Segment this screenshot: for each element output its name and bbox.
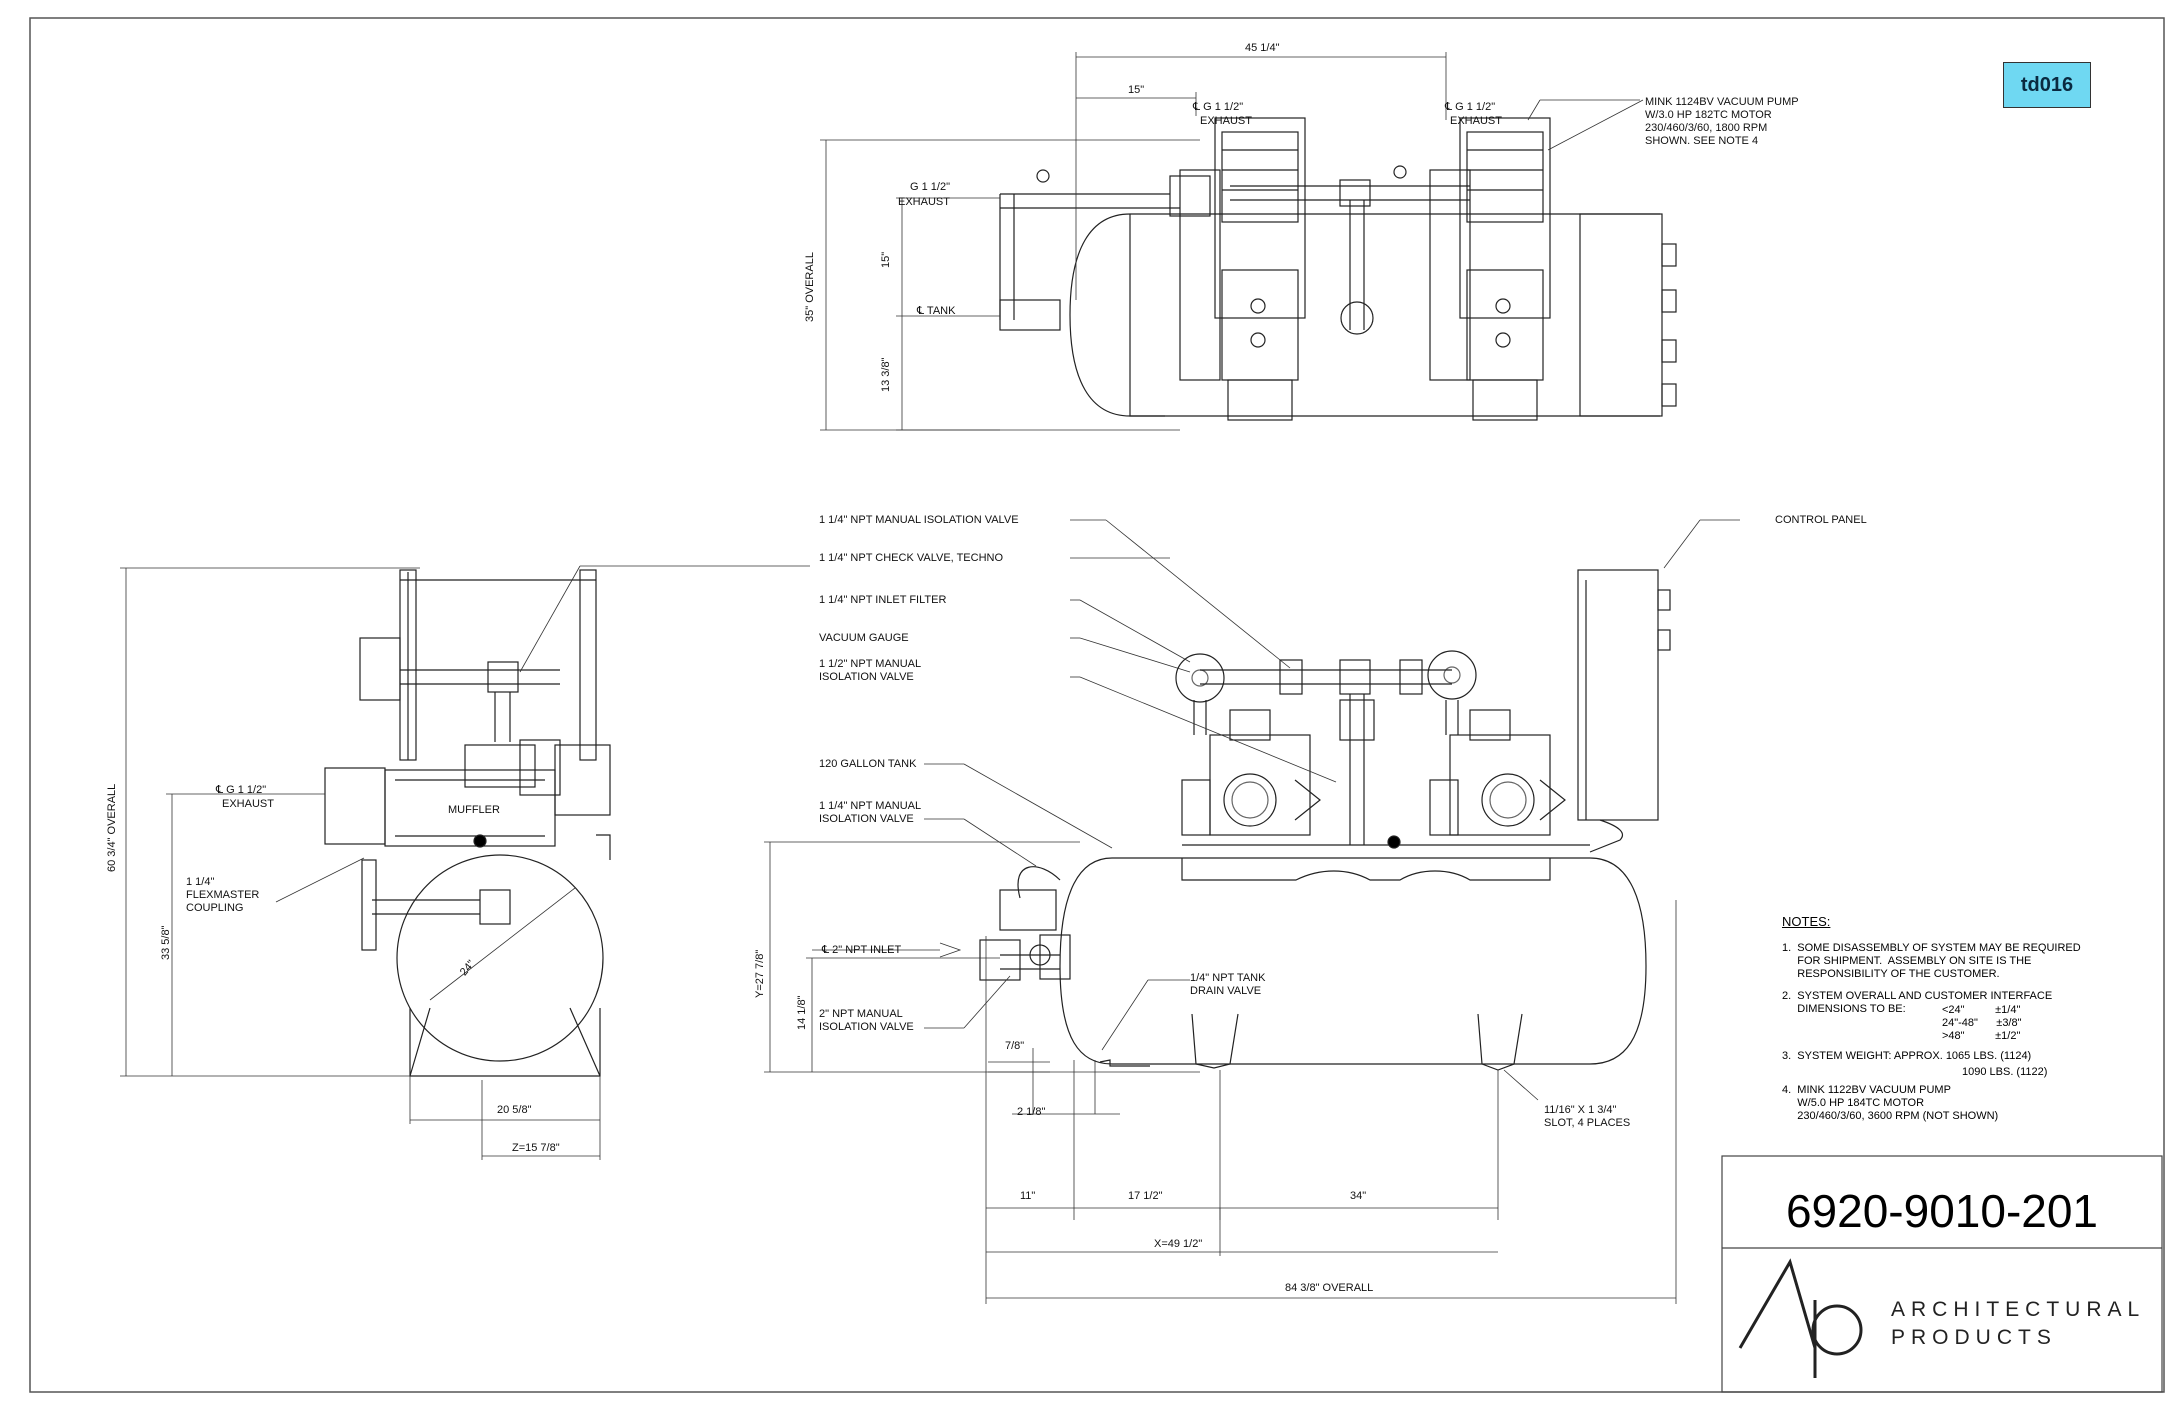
top-view (820, 52, 1677, 431)
muffler-label: MUFFLER (448, 804, 500, 816)
exhaust-label-3a: G 1 1/2" (910, 181, 950, 193)
callout-isolation-valve-4: 2" NPT MANUAL ISOLATION VALVE (819, 1008, 914, 1033)
dim-drain-w: 2 1/8" (1017, 1106, 1046, 1118)
vacuum-gauge-1 (1175, 653, 1225, 703)
top-pump-2 (1429, 117, 1551, 421)
side-view (120, 565, 810, 1160)
notes-title: NOTES: (1782, 914, 1831, 929)
callout-inlet-filter: 1 1/4" NPT INLET FILTER (819, 594, 947, 606)
note-1: 1. SOME DISASSEMBLY OF SYSTEM MAY BE REQ… (1782, 942, 2081, 980)
exhaust-label-1a: ℄ G 1 1/2" (1193, 101, 1244, 113)
part-number: 6920-9010-201 (1785, 1185, 2099, 1237)
title-block-frame (1721, 1155, 2163, 1393)
callout-drain-valve: 1/4" NPT TANK DRAIN VALVE (1190, 972, 1266, 997)
callout-control-panel: CONTROL PANEL (1775, 514, 1867, 526)
callout-slot: 11/16" X 1 3/4" SLOT, 4 PLACES (1544, 1104, 1631, 1129)
dim-exhaust-to-tank: 15" (880, 251, 892, 268)
front-pump-1 (1181, 709, 1321, 836)
vacuum-gauge-2 (1427, 650, 1477, 700)
exhaust-label-1b: EXHAUST (1200, 115, 1252, 127)
tank-centerline-label: ℄ TANK (917, 305, 956, 317)
dim-width-overall: 45 1/4" (1245, 42, 1280, 54)
note-4: 4. MINK 1122BV VACUUM PUMP W/5.0 HP 184T… (1782, 1084, 1999, 1122)
note-2-tolerances: <24" ±1/4" 24"-48" ±3/8" >48" ±1/2" (1942, 1004, 2022, 1042)
dim-y: Y=27 7/8" (754, 949, 766, 998)
callout-check-valve: 1 1/4" NPT CHECK VALVE, TECHNO (819, 552, 1004, 564)
callout-isolation-valve-3: 1 1/4" NPT MANUAL ISOLATION VALVE (819, 800, 922, 825)
dim-exhaust-height: 33 5/8" (160, 925, 172, 961)
dim-tank-base: 13 3/8" (880, 357, 892, 393)
dim-11: 11" (1020, 1190, 1036, 1202)
dim-base-width: 20 5/8" (497, 1104, 532, 1116)
side-exhaust-a: ℄ G 1 1/2" (216, 784, 267, 796)
dim-inlet-height: 14 1/8" (796, 995, 808, 1031)
dim-overall: 84 3/8" OVERALL (1285, 1282, 1374, 1294)
note-3: 3. SYSTEM WEIGHT: APPROX. 1065 LBS. (112… (1782, 1050, 2032, 1062)
top-pump-1 (1179, 117, 1306, 421)
callout-isolation-valve-2: 1 1/2" NPT MANUAL ISOLATION VALVE (819, 658, 922, 683)
dim-17: 17 1/2" (1128, 1190, 1163, 1202)
front-view (764, 519, 1740, 1304)
drawing-tag: td016 (2003, 62, 2091, 108)
front-pump-2 (1429, 709, 1566, 836)
company-line-2: PRODUCTS (1891, 1326, 2057, 1349)
company-line-1: ARCHITECTURAL (1891, 1298, 2146, 1321)
company-name: ARCHITECTURAL PRODUCTS (1891, 1296, 2145, 1352)
dim-34: 34" (1350, 1190, 1367, 1202)
sheet-border (29, 17, 2165, 1393)
note-3b: 1090 LBS. (1122) (1962, 1066, 2048, 1078)
exhaust-label-2b: EXHAUST (1450, 115, 1502, 127)
dim-z: Z=15 7/8" (512, 1142, 560, 1154)
dim-exhaust-offset: 15" (1128, 84, 1145, 96)
dim-x: X=49 1/2" (1154, 1238, 1203, 1250)
ap-logo (1738, 1258, 1863, 1378)
dim-drain-h: 7/8" (1005, 1040, 1025, 1052)
side-exhaust-b: EXHAUST (222, 798, 274, 810)
callout-inlet: ℄ 2" NPT INLET (822, 944, 902, 956)
dim-top-height: 35" OVERALL (804, 252, 816, 322)
coupling-label: 1 1/4" FLEXMASTER COUPLING (186, 876, 260, 914)
pump-note: MINK 1124BV VACUUM PUMP W/3.0 HP 182TC M… (1645, 96, 1799, 147)
callout-isolation-valve-1: 1 1/4" NPT MANUAL ISOLATION VALVE (819, 514, 1019, 526)
callout-tank: 120 GALLON TANK (819, 758, 917, 770)
callout-vacuum-gauge: VACUUM GAUGE (819, 632, 909, 644)
exhaust-label-3b: EXHAUST (898, 196, 950, 208)
dim-side-height: 60 3/4" OVERALL (106, 783, 118, 872)
note-2: 2. SYSTEM OVERALL AND CUSTOMER INTERFACE… (1782, 990, 2053, 1015)
exhaust-label-2a: ℄ G 1 1/2" (1445, 101, 1496, 113)
